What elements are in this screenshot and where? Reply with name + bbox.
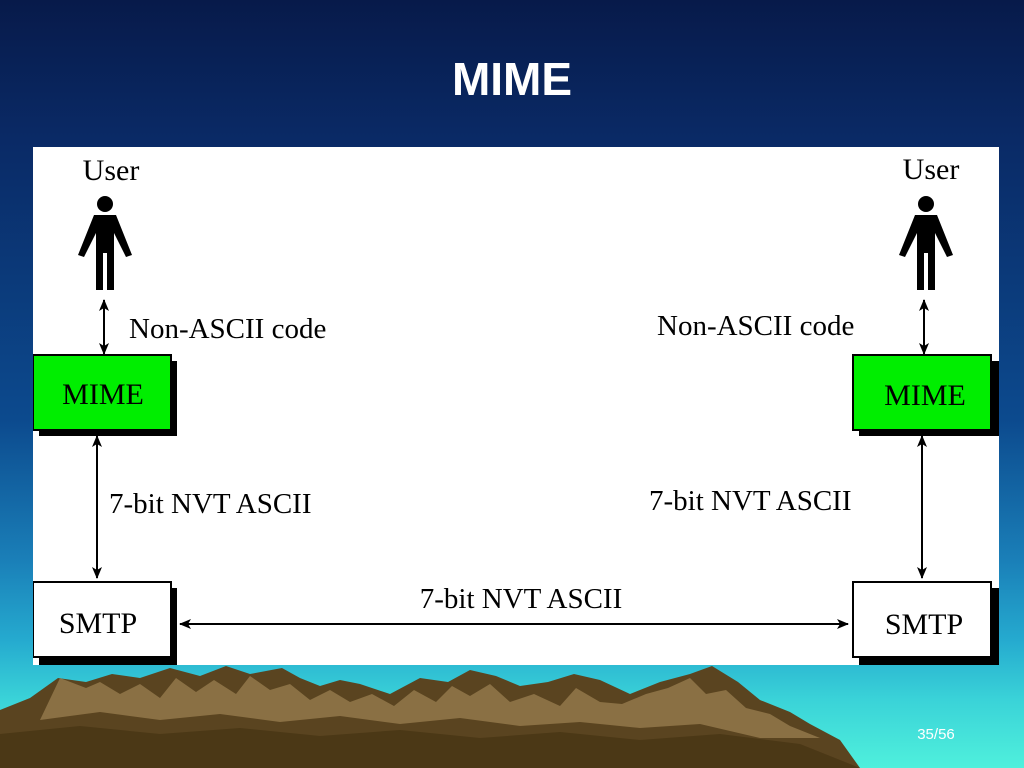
right-user-label: User: [903, 153, 960, 186]
mountains-decoration: [0, 666, 860, 768]
left-mime-label: MIME: [62, 378, 144, 411]
left-smtp-label: SMTP: [59, 607, 137, 640]
left-mime-box: [33, 354, 172, 431]
mime-diagram: User Non-ASCII code MIME 7-bit NVT ASCII…: [33, 153, 999, 665]
right-user-icon: [899, 196, 953, 290]
right-mime-smtp-link-label: 7-bit NVT ASCII: [649, 485, 851, 517]
page-number: 35/56: [917, 726, 955, 743]
left-user-icon: [78, 196, 132, 290]
right-smtp-label: SMTP: [885, 608, 963, 641]
right-user-link-label: Non-ASCII code: [657, 310, 854, 342]
right-mime-label: MIME: [884, 379, 966, 412]
slide-title: MIME: [451, 53, 573, 105]
right-mime-box: [852, 354, 992, 431]
diagram-panel: User Non-ASCII code MIME 7-bit NVT ASCII…: [33, 147, 999, 665]
left-mime-smtp-link-label: 7-bit NVT ASCII: [109, 488, 311, 520]
smtp-link-label: 7-bit NVT ASCII: [420, 583, 622, 615]
left-smtp-box: [33, 581, 172, 658]
left-user-link-label: Non-ASCII code: [129, 313, 326, 345]
right-smtp-box: [852, 581, 992, 658]
left-user-label: User: [83, 154, 140, 187]
